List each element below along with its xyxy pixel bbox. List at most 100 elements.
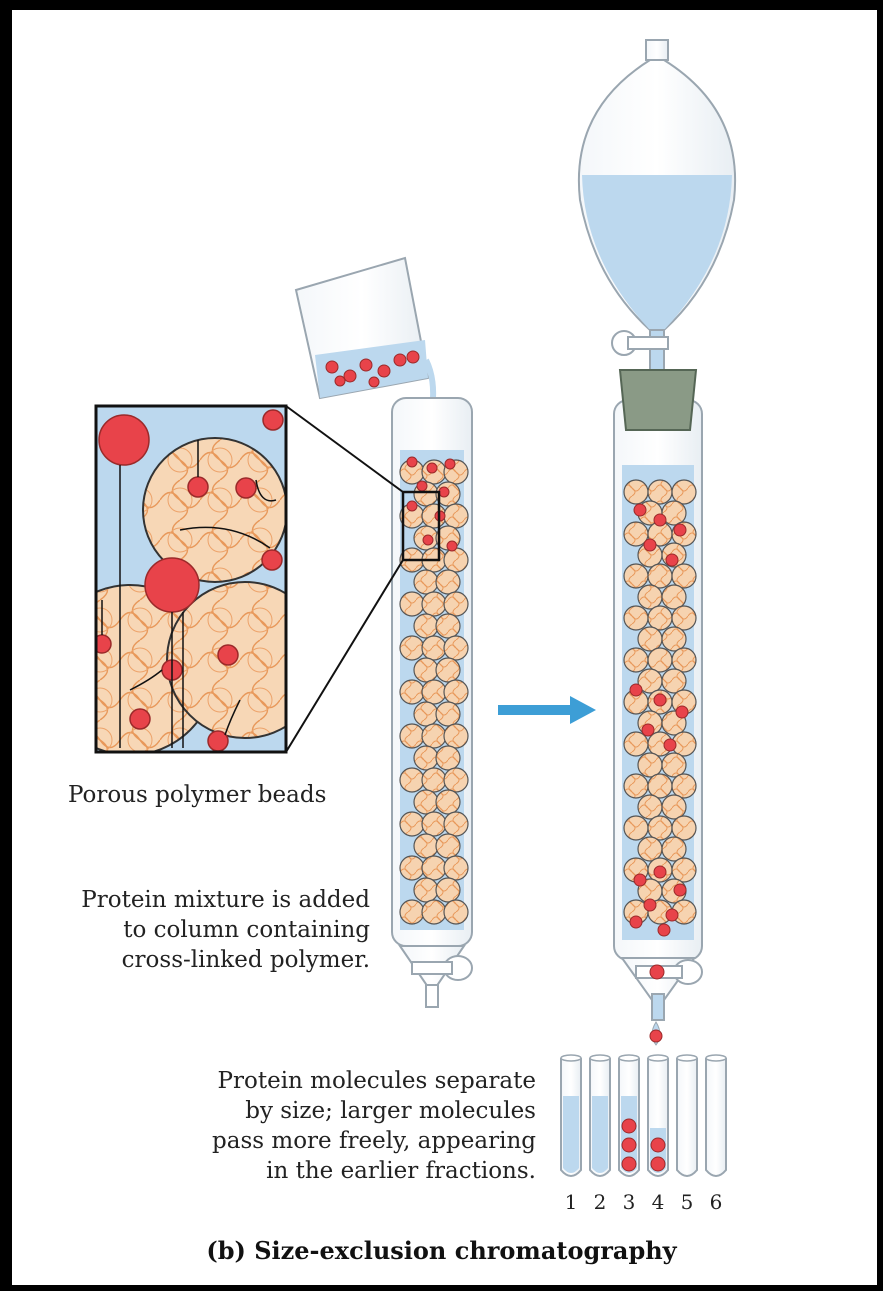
polymer-bead	[422, 680, 446, 704]
polymer-bead	[444, 768, 468, 792]
test-tube-icon	[590, 1055, 610, 1176]
polymer-bead	[662, 585, 686, 609]
protein-molecule	[654, 694, 666, 706]
protein-molecule	[407, 457, 417, 467]
polymer-bead	[444, 900, 468, 924]
protein-molecule	[654, 866, 666, 878]
mixture-line: cross-linked polymer.	[60, 945, 370, 975]
separate-line: Protein molecules separate	[150, 1066, 536, 1096]
polymer-bead	[414, 614, 438, 638]
polymer-bead	[624, 606, 648, 630]
polymer-bead	[444, 812, 468, 836]
protein-molecule	[634, 504, 646, 516]
protein-molecule	[642, 724, 654, 736]
polymer-bead	[672, 648, 696, 672]
polymer-bead	[672, 774, 696, 798]
polymer-bead	[444, 592, 468, 616]
protein-molecule	[622, 1157, 636, 1171]
protein-molecule	[423, 535, 433, 545]
protein-molecule	[676, 706, 688, 718]
protein-molecule	[622, 1138, 636, 1152]
test-tube-icon	[619, 1055, 639, 1176]
beaker-icon	[296, 258, 433, 410]
polymer-bead	[436, 878, 460, 902]
polymer-bead	[638, 627, 662, 651]
polymer-bead	[414, 790, 438, 814]
polymer-bead	[400, 768, 424, 792]
protein-molecule	[630, 916, 642, 928]
figure-caption: (b) Size-exclusion chromatography	[0, 1236, 883, 1265]
mixture-label: Protein mixture is added to column conta…	[60, 885, 370, 975]
polymer-bead	[624, 816, 648, 840]
polymer-bead	[638, 837, 662, 861]
fraction-number: 6	[704, 1190, 728, 1214]
protein-molecule	[439, 487, 449, 497]
protein-molecule	[445, 459, 455, 469]
polymer-bead	[436, 702, 460, 726]
polymer-bead	[436, 790, 460, 814]
polymer-bead	[422, 592, 446, 616]
polymer-bead	[444, 504, 468, 528]
protein-molecule	[447, 541, 457, 551]
protein-molecule	[654, 514, 666, 526]
mixture-line: to column containing	[60, 915, 370, 945]
protein-molecule	[658, 924, 670, 936]
polymer-bead	[414, 878, 438, 902]
protein-molecule	[417, 481, 427, 491]
fraction-number: 3	[617, 1190, 641, 1214]
protein-molecule	[644, 899, 656, 911]
separatory-funnel-icon	[579, 40, 735, 380]
polymer-bead	[436, 614, 460, 638]
polymer-bead	[422, 724, 446, 748]
fraction-number: 5	[675, 1190, 699, 1214]
polymer-bead	[422, 768, 446, 792]
protein-molecule	[651, 1157, 665, 1171]
polymer-bead	[624, 648, 648, 672]
beads-label: Porous polymer beads	[68, 780, 326, 810]
polymer-bead	[624, 732, 648, 756]
polymer-bead	[422, 900, 446, 924]
polymer-bead	[400, 724, 424, 748]
protein-molecule	[630, 684, 642, 696]
polymer-bead	[662, 627, 686, 651]
polymer-bead	[638, 753, 662, 777]
protein-molecule	[407, 501, 417, 511]
polymer-bead	[648, 480, 672, 504]
polymer-bead	[400, 636, 424, 660]
polymer-bead	[638, 795, 662, 819]
polymer-bead	[672, 858, 696, 882]
polymer-bead	[414, 702, 438, 726]
fraction-number: 1	[559, 1190, 583, 1214]
polymer-bead	[422, 636, 446, 660]
polymer-bead	[662, 669, 686, 693]
polymer-bead	[400, 856, 424, 880]
fraction-tubes	[561, 1055, 726, 1176]
polymer-bead	[444, 548, 468, 572]
protein-molecule	[666, 554, 678, 566]
polymer-bead	[444, 680, 468, 704]
separate-line: by size; larger molecules	[150, 1096, 536, 1126]
polymer-bead	[436, 570, 460, 594]
polymer-bead	[444, 724, 468, 748]
separate-line: pass more freely, appearing	[150, 1126, 536, 1156]
polymer-bead	[662, 753, 686, 777]
polymer-bead	[672, 606, 696, 630]
protein-molecule	[666, 909, 678, 921]
polymer-bead	[624, 774, 648, 798]
polymer-bead	[422, 812, 446, 836]
polymer-bead	[662, 837, 686, 861]
protein-molecule	[634, 874, 646, 886]
protein-molecule	[622, 1119, 636, 1133]
polymer-bead	[672, 816, 696, 840]
polymer-bead	[400, 680, 424, 704]
protein-molecule	[651, 1138, 665, 1152]
polymer-bead	[624, 480, 648, 504]
polymer-bead	[444, 636, 468, 660]
test-tube-icon	[648, 1055, 668, 1176]
polymer-bead	[414, 570, 438, 594]
polymer-bead	[648, 774, 672, 798]
polymer-bead	[414, 746, 438, 770]
polymer-bead	[662, 795, 686, 819]
polymer-bead	[422, 856, 446, 880]
test-tube-icon	[561, 1055, 581, 1176]
